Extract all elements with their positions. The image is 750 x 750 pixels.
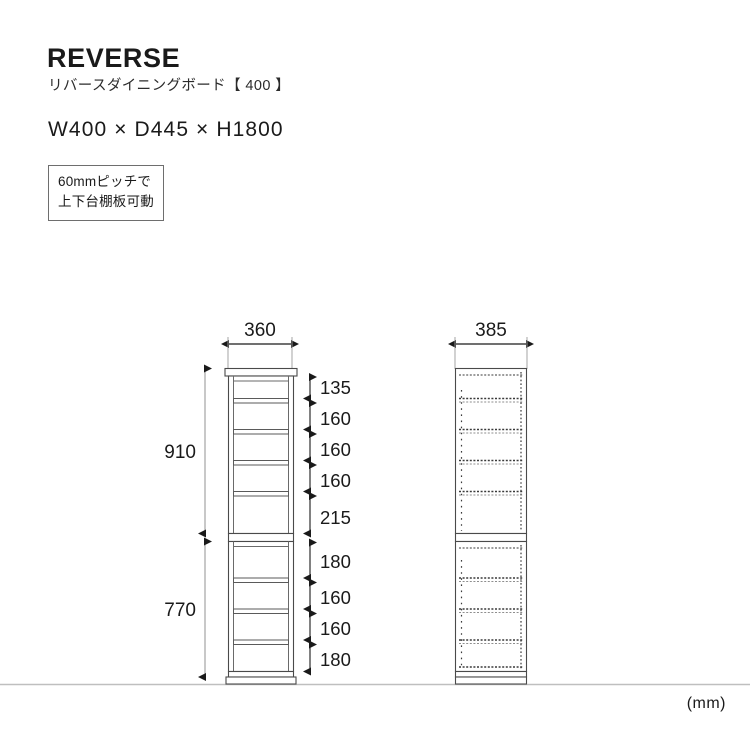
- front-upper-gap-label-5: 215: [320, 507, 351, 528]
- product-subtitle: リバースダイニングボード【 400 】: [48, 78, 291, 95]
- front-upper-gap-label-4: 160: [320, 470, 351, 491]
- front-upper-shelf-3: [233, 460, 289, 466]
- front-lower-height-label: 770: [164, 600, 196, 621]
- front-lower-gap-label-2: 160: [320, 587, 351, 608]
- front-upper-gap-label-1: 135: [320, 377, 351, 398]
- side-lower-carcass: [454, 540, 528, 673]
- side-plinth: [454, 676, 528, 685]
- front-upper-gap-label-3: 160: [320, 439, 351, 460]
- front-lower-gap-dimensions: 180 160 160 180: [303, 538, 351, 676]
- front-upper-shelf-4: [233, 491, 289, 497]
- front-plinth: [225, 676, 297, 685]
- front-height-dimensions: 910 770: [164, 364, 212, 681]
- front-lower-gap-label-3: 160: [320, 618, 351, 639]
- front-width-dimension: 360: [221, 320, 299, 369]
- side-upper-carcass: [454, 367, 528, 535]
- front-lower-gap-label-1: 180: [320, 551, 351, 572]
- front-lower-shelves: [233, 577, 289, 645]
- front-upper-gap-label-2: 160: [320, 408, 351, 429]
- page-title: REVERSE: [47, 43, 181, 73]
- header-block: REVERSE リバースダイニングボード【 400 】 W400 × D445 …: [47, 44, 647, 142]
- side-view-group: 385: [448, 320, 534, 685]
- front-upper-gap-dimensions: 135 160 160 160 215: [303, 373, 351, 538]
- feature-badge-line-1: 60mmピッチで: [58, 174, 152, 189]
- front-mid-divider: [227, 532, 295, 543]
- feature-badge-line-2: 上下台棚板可動: [58, 194, 154, 210]
- side-depth-label: 385: [475, 320, 507, 341]
- side-base-rail: [454, 670, 528, 678]
- front-upper-height-label: 910: [164, 442, 196, 463]
- front-lower-shelf-1: [233, 577, 289, 583]
- side-mid-divider: [454, 532, 528, 543]
- front-base-rail: [227, 670, 295, 678]
- unit-note: (mm): [686, 695, 726, 712]
- front-upper-shelf-2: [233, 429, 289, 435]
- front-view-group: 360: [164, 320, 351, 685]
- front-upper-shelf-1: [233, 398, 289, 404]
- feature-badge: 60mmピッチで 上下台棚板可動: [48, 165, 164, 221]
- product-dimensions-line: W400 × D445 × H1800: [48, 117, 284, 141]
- front-upper-shelves: [233, 398, 289, 497]
- side-depth-dimension: 385: [448, 320, 534, 369]
- front-lower-shelf-3: [233, 639, 289, 645]
- front-top-cap: [224, 367, 298, 377]
- front-width-label: 360: [244, 320, 276, 341]
- front-lower-shelf-2: [233, 608, 289, 614]
- front-lower-gap-label-4: 180: [320, 649, 351, 670]
- front-lower-carcass: [227, 540, 295, 673]
